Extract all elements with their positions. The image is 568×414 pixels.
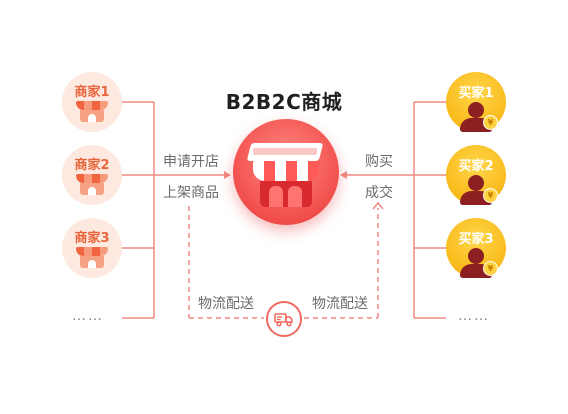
buyer-head-icon <box>468 175 484 191</box>
buyer-node-1: 买家1 ¥ <box>446 72 506 132</box>
coin-icon: ¥ <box>483 188 498 203</box>
truck-icon <box>274 313 293 327</box>
buyer-node-2: 买家2 ¥ <box>446 145 506 205</box>
merchant-node-3: 商家3 <box>62 218 122 278</box>
buyer-head-icon <box>468 102 484 118</box>
mall-door-left <box>269 186 283 207</box>
shop-awning-icon <box>76 101 108 110</box>
page-title: B2B2C商城 <box>225 90 343 114</box>
merchant-more-ellipsis: …… <box>72 308 104 324</box>
merchant-to-hub-arrowhead <box>224 171 231 179</box>
buyer-node-3: 买家3 ¥ <box>446 218 506 278</box>
logistics-arrowhead <box>372 201 384 210</box>
merchant-node-1: 商家1 <box>62 72 122 132</box>
logistics-label-left: 物流配送 <box>198 296 254 312</box>
delivery-truck-icon <box>266 301 302 337</box>
buyer-head-icon <box>468 248 484 264</box>
buyer-label: 买家2 <box>458 159 494 174</box>
mall-door-right <box>288 186 302 207</box>
merchant-label: 商家3 <box>74 231 110 246</box>
buyer-to-hub-arrowhead <box>340 171 347 179</box>
shop-awning-icon <box>76 174 108 183</box>
shop-door-icon <box>88 114 96 122</box>
list-products-label: 上架商品 <box>163 185 219 201</box>
coin-icon: ¥ <box>483 115 498 130</box>
logistics-label-right: 物流配送 <box>312 296 368 312</box>
merchant-label: 商家2 <box>74 158 110 173</box>
mall-awning-icon <box>253 161 319 181</box>
merchant-label: 商家1 <box>74 85 110 100</box>
buyer-more-ellipsis: …… <box>458 308 490 324</box>
open-shop-label: 申请开店 <box>163 154 219 170</box>
shop-awning-icon <box>76 247 108 256</box>
mall-base <box>260 181 312 207</box>
deal-closed-label: 成交 <box>365 185 393 201</box>
merchant-node-2: 商家2 <box>62 145 122 205</box>
buyer-label: 买家1 <box>458 86 494 101</box>
shop-door-icon <box>88 260 96 268</box>
mall-hub-icon <box>233 119 339 225</box>
purchase-label: 购买 <box>365 154 393 170</box>
mall-roof-band <box>253 148 317 155</box>
buyer-label: 买家3 <box>458 232 494 247</box>
shop-door-icon <box>88 187 96 195</box>
coin-icon: ¥ <box>483 261 498 276</box>
